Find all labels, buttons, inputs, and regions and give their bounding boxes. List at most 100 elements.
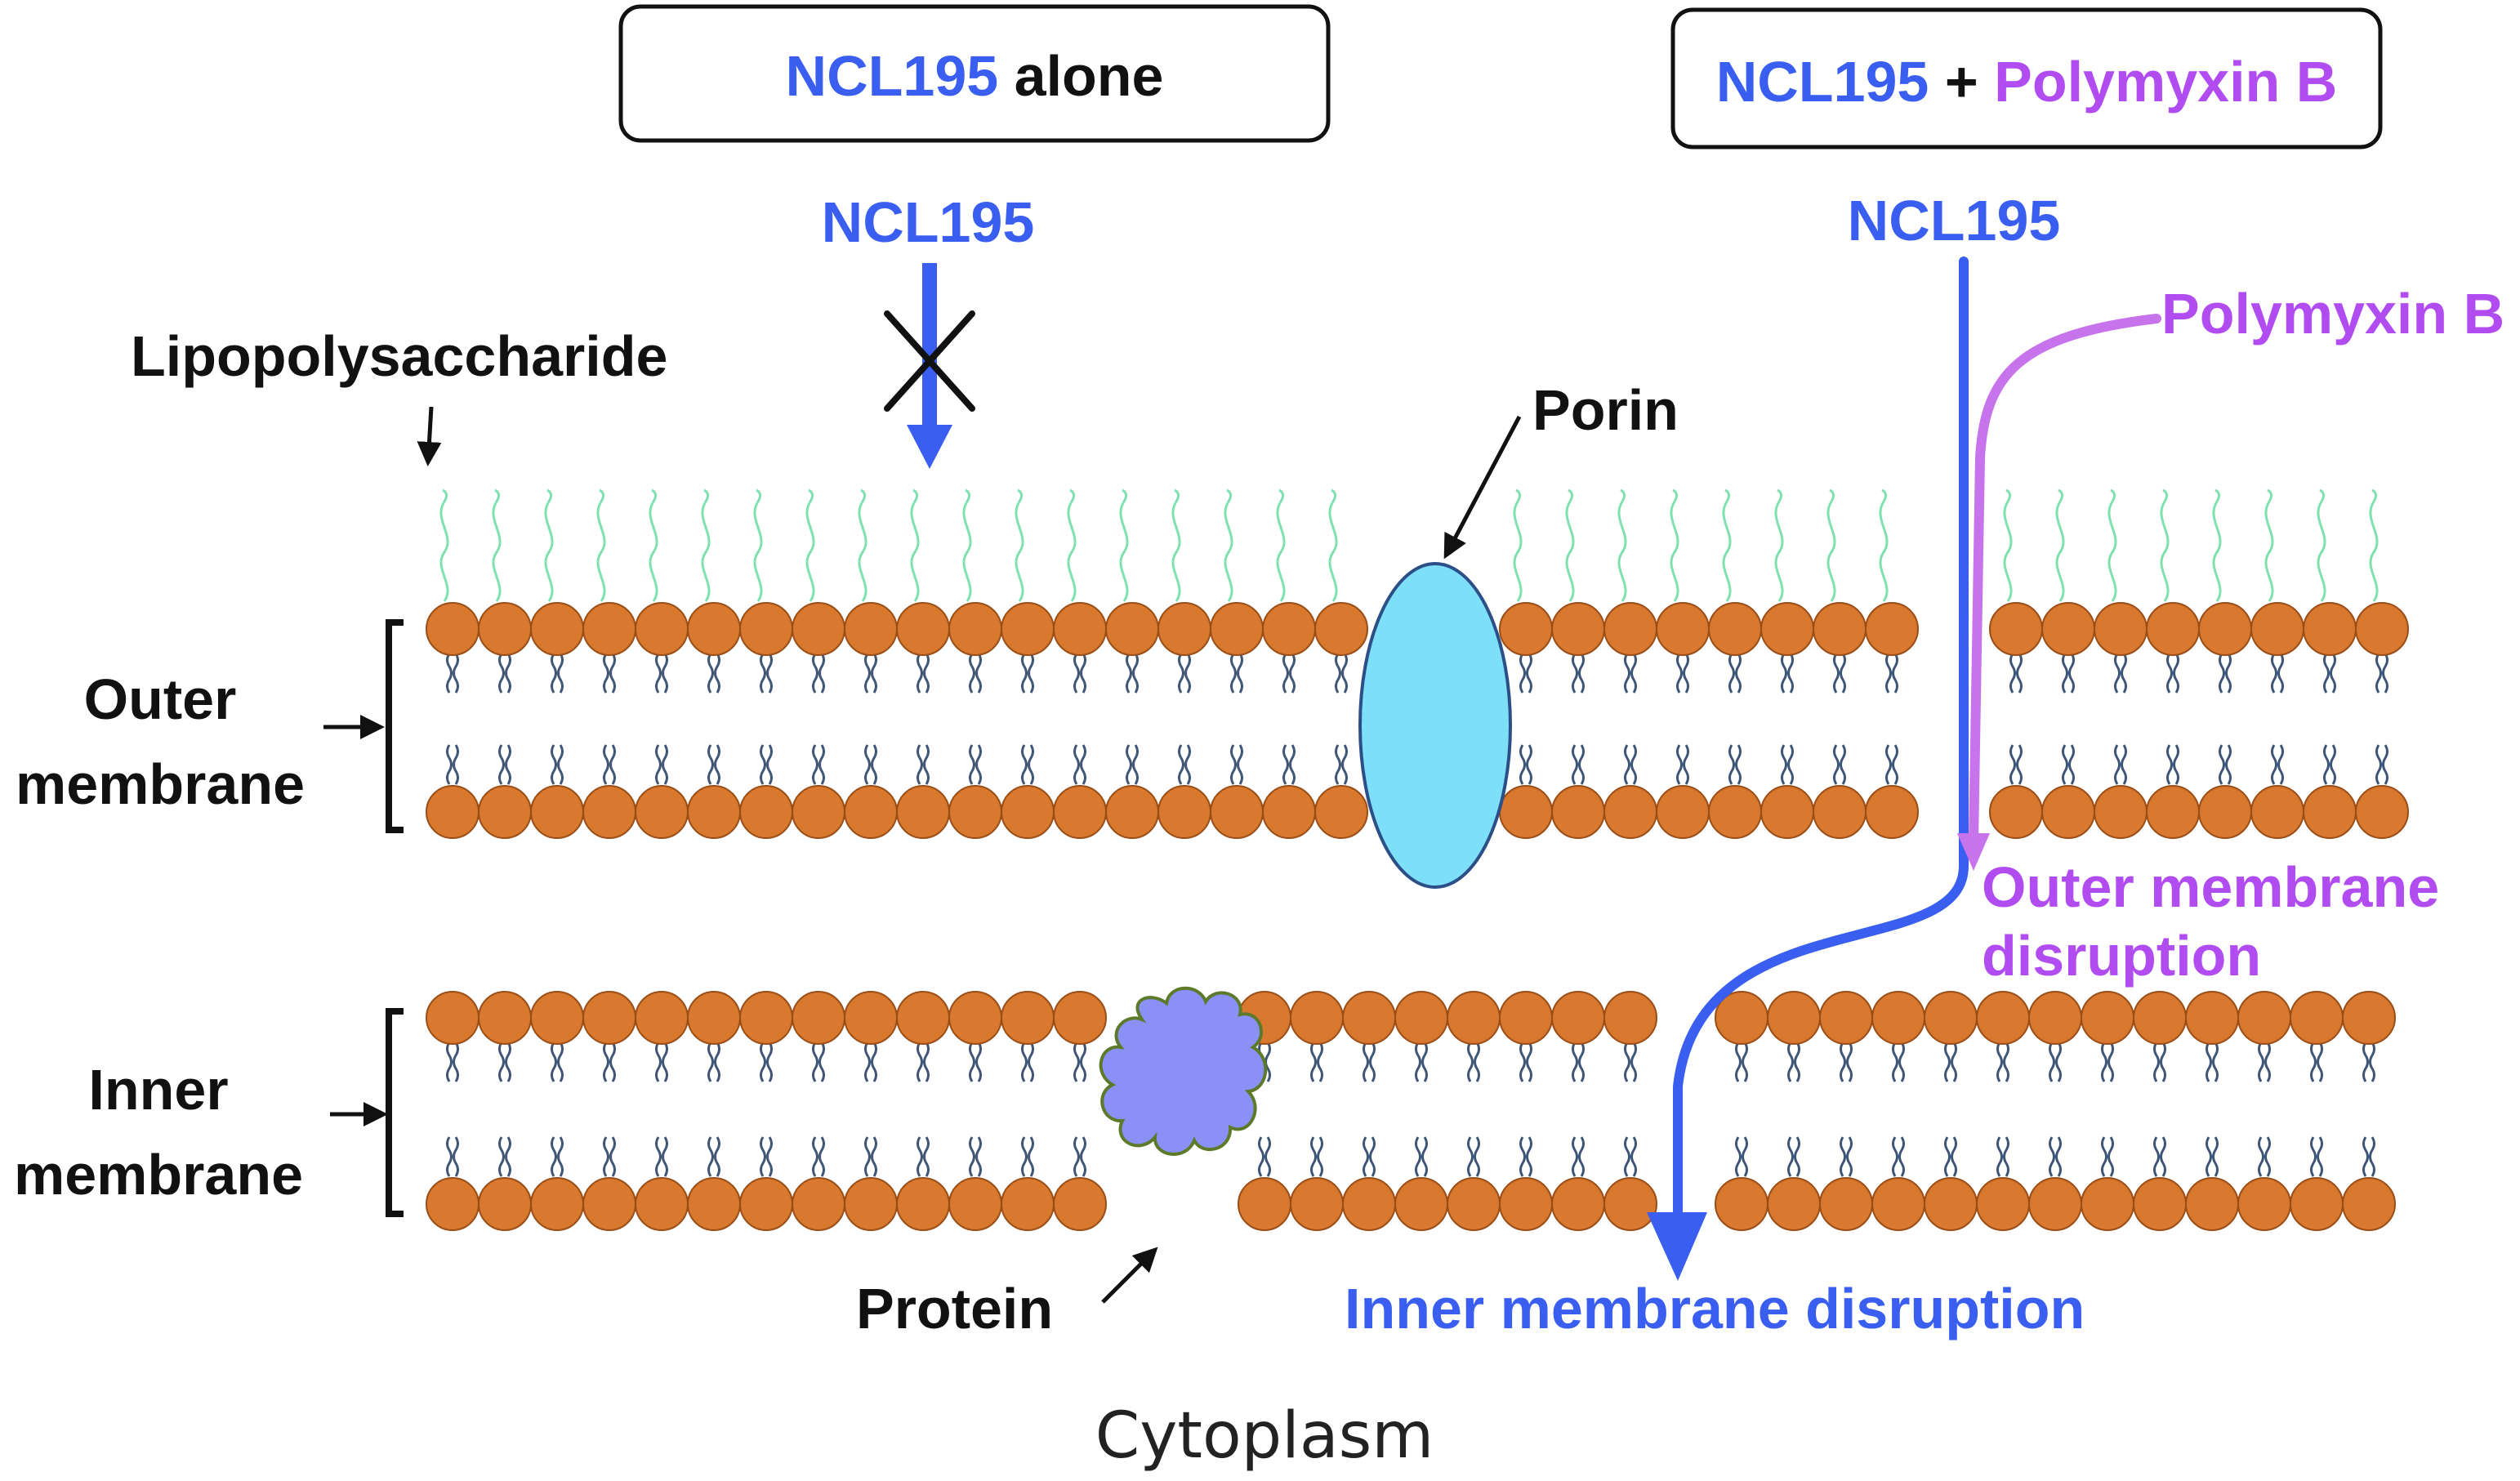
lipid-tail <box>864 653 871 694</box>
polymyxin-arrow-icon <box>1957 833 1990 871</box>
lipid-tail <box>2160 1042 2166 1082</box>
protein-pointer-arrow-icon <box>1101 1247 1158 1304</box>
lipid-tail <box>557 1136 564 1177</box>
lipid-tail <box>864 1042 871 1082</box>
lipid-tail <box>1028 1042 1034 1082</box>
outer-disruption-label-line1: Outer membrane <box>1982 855 2439 919</box>
lipid-tail <box>975 1042 982 1082</box>
lipid-tail <box>2219 653 2225 694</box>
lipid-tail <box>1630 1136 1637 1177</box>
porin-label: Porin <box>1532 378 1679 442</box>
lipid-tail <box>1787 744 1794 785</box>
lipid-tail <box>2121 744 2127 785</box>
lipid-tail <box>1892 1136 1898 1177</box>
lipid-tail <box>2264 1042 2271 1082</box>
lipid-tail <box>446 653 453 694</box>
lipid-tail <box>1073 1136 1080 1177</box>
lipid-tail <box>2323 744 2330 785</box>
outer-disruption-label-line2: disruption <box>1982 924 2261 988</box>
lipid-head <box>2146 602 2200 656</box>
lipid-tail <box>1080 653 1086 694</box>
lps-strand <box>1617 488 1627 602</box>
lipid-tail <box>2003 1042 2009 1082</box>
lipid-tail <box>1735 1042 1742 1082</box>
lipid-tail <box>453 1136 459 1177</box>
lipid-head <box>582 991 636 1045</box>
porin-pointer-arrow-icon <box>1443 415 1522 560</box>
lps-strand <box>1565 488 1575 602</box>
lipid-tail <box>557 653 564 694</box>
lipid-head <box>792 991 845 1045</box>
lipid-head <box>792 602 845 656</box>
lipid-head <box>2290 1177 2344 1231</box>
lipid-tail <box>923 1136 930 1177</box>
lipid-tail <box>655 744 662 785</box>
lipid-tail <box>498 653 505 694</box>
lipid-head <box>1603 1177 1657 1231</box>
lipid-tail <box>2049 1042 2055 1082</box>
lipid-tail <box>609 1136 616 1177</box>
lipid-tail <box>551 653 557 694</box>
lipid-head <box>1989 602 2043 656</box>
lipid-tail <box>2225 744 2232 785</box>
lipid-tail <box>1073 1042 1080 1082</box>
lipid-tail <box>1230 653 1237 694</box>
lipid-head <box>530 991 584 1045</box>
lipid-head <box>1001 602 1055 656</box>
lipid-head <box>2250 785 2304 839</box>
lipid-head <box>1924 1177 1978 1231</box>
lipid-head <box>1342 991 1396 1045</box>
lipid-head <box>792 1177 845 1231</box>
lipid-tail <box>2219 744 2225 785</box>
protein-label: Protein <box>856 1277 1053 1340</box>
lipid-tail <box>969 744 975 785</box>
protein-outline <box>1099 986 1268 1156</box>
lipid-tail <box>1073 744 1080 785</box>
lipid-tail <box>812 744 818 785</box>
lipid-tail <box>662 653 668 694</box>
lps-strand <box>1826 488 1836 602</box>
lipid-head <box>582 785 636 839</box>
lipid-tail <box>2317 1136 2323 1177</box>
lipid-tail <box>2068 653 2075 694</box>
lipid-head <box>1976 991 2030 1045</box>
lipid-tail <box>864 744 871 785</box>
lipid-tail <box>2009 744 2016 785</box>
lipid-head <box>635 785 689 839</box>
lipid-tail <box>1526 744 1532 785</box>
lipid-tail <box>1840 1136 1846 1177</box>
lipid-head <box>2342 991 2396 1045</box>
inner-disruption-label: Inner membrane disruption <box>1345 1277 2085 1340</box>
lipid-tail <box>2016 744 2023 785</box>
lipid-tail <box>707 1136 714 1177</box>
lipid-tail <box>1572 1136 1578 1177</box>
lipid-head <box>1819 1177 1873 1231</box>
lipid-tail <box>1132 653 1139 694</box>
lipid-tail <box>2310 1042 2317 1082</box>
lipid-tail <box>1683 744 1689 785</box>
lps-label: Lipopolysaccharide <box>131 324 667 388</box>
lipid-tail <box>1258 1136 1264 1177</box>
combination-title-polymyxin: Polymyxin B <box>1994 50 2337 114</box>
lipid-tail <box>2212 1042 2219 1082</box>
lipid-head <box>1924 991 1978 1045</box>
lps-strand <box>1119 488 1129 602</box>
lipid-tail <box>969 1136 975 1177</box>
lipid-tail <box>498 1136 505 1177</box>
lipid-head <box>1053 785 1107 839</box>
lps-strand <box>544 488 554 602</box>
lipid-tail <box>1728 744 1735 785</box>
lipid-tail <box>2049 1136 2055 1177</box>
lipid-tail <box>1317 1042 1323 1082</box>
lipid-tail <box>1519 744 1526 785</box>
lipid-head <box>1656 785 1710 839</box>
lipid-tail <box>714 653 720 694</box>
lipid-tail <box>446 1042 453 1082</box>
lipid-tail <box>2101 1042 2107 1082</box>
lipid-head <box>1238 1177 1291 1231</box>
lipid-tail <box>2271 744 2277 785</box>
lipid-tail <box>1415 1042 1421 1082</box>
lipid-tail <box>812 1042 818 1082</box>
lipid-tail <box>812 653 818 694</box>
